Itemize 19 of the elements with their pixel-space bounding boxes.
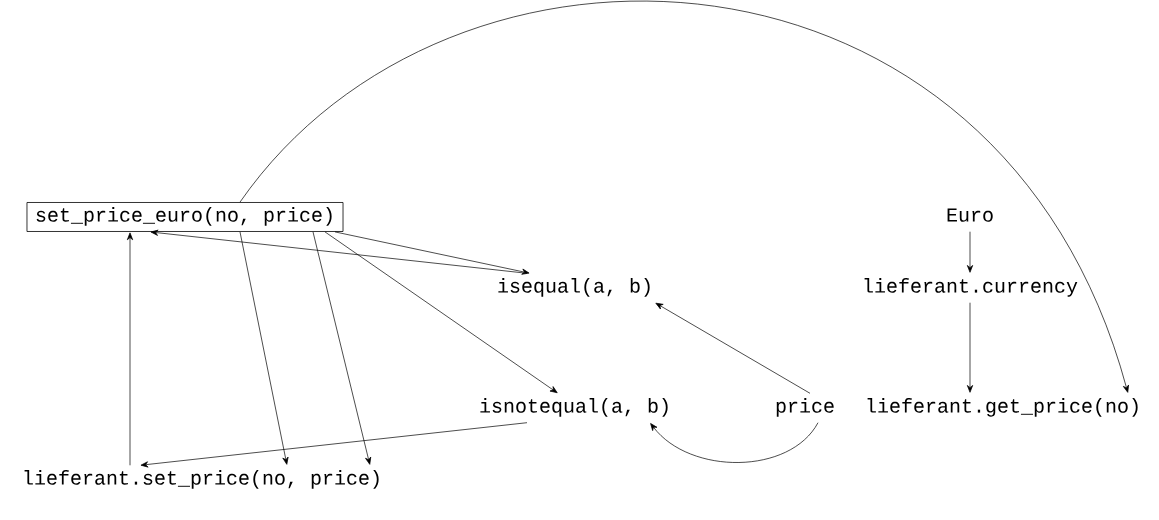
arrow — [126, 232, 134, 466]
function-box: set_price_euro(no, price) — [26, 202, 344, 232]
node-label: lieferant.currency — [864, 278, 1078, 297]
arrow — [324, 231, 558, 394]
arrow — [140, 422, 528, 468]
node-label: Euro — [947, 208, 993, 222]
arrow — [239, 0, 1129, 393]
node-label: lieferant.set_price(no, price) — [24, 470, 379, 489]
arrow — [239, 231, 289, 465]
node-label: price — [776, 398, 834, 417]
arrow — [966, 231, 974, 273]
node-label: lieferant.get_price(no) — [867, 398, 1138, 417]
arrow — [655, 302, 811, 394]
arrow — [650, 422, 819, 463]
arrow — [966, 302, 974, 393]
arrow — [312, 231, 372, 465]
node-label: isnotequal(a, b) — [480, 398, 668, 417]
arrow — [334, 231, 530, 275]
node-label: isequal(a, b) — [498, 278, 650, 297]
